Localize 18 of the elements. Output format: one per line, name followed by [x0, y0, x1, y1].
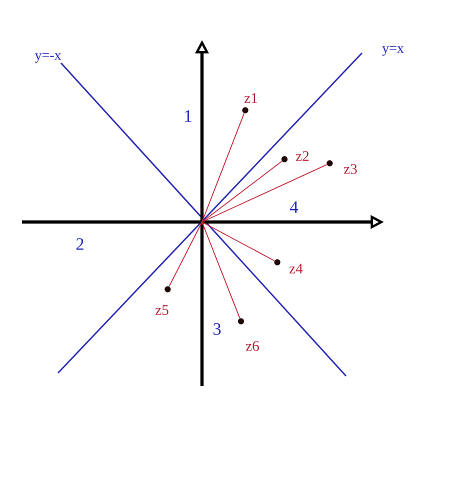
line-segment [202, 112, 245, 222]
region-number: 1 [185, 110, 192, 122]
line-segment [202, 222, 275, 262]
region-number: 4 [290, 201, 298, 213]
line-label: y=-x [34, 53, 62, 63]
point-label: z4 [289, 264, 303, 274]
line-segment [202, 222, 240, 319]
region-number: 3 [214, 323, 221, 335]
line-label: y=x [382, 46, 404, 56]
line-segment [202, 164, 328, 222]
line-segment [202, 160, 282, 222]
line-segment [168, 222, 202, 287]
point-label: z1 [244, 93, 258, 103]
point-label: z6 [246, 341, 259, 351]
region-number: 2 [76, 238, 84, 250]
point-label: z5 [155, 305, 168, 315]
point-label: z2 [296, 151, 309, 161]
point-label: z3 [344, 164, 357, 174]
